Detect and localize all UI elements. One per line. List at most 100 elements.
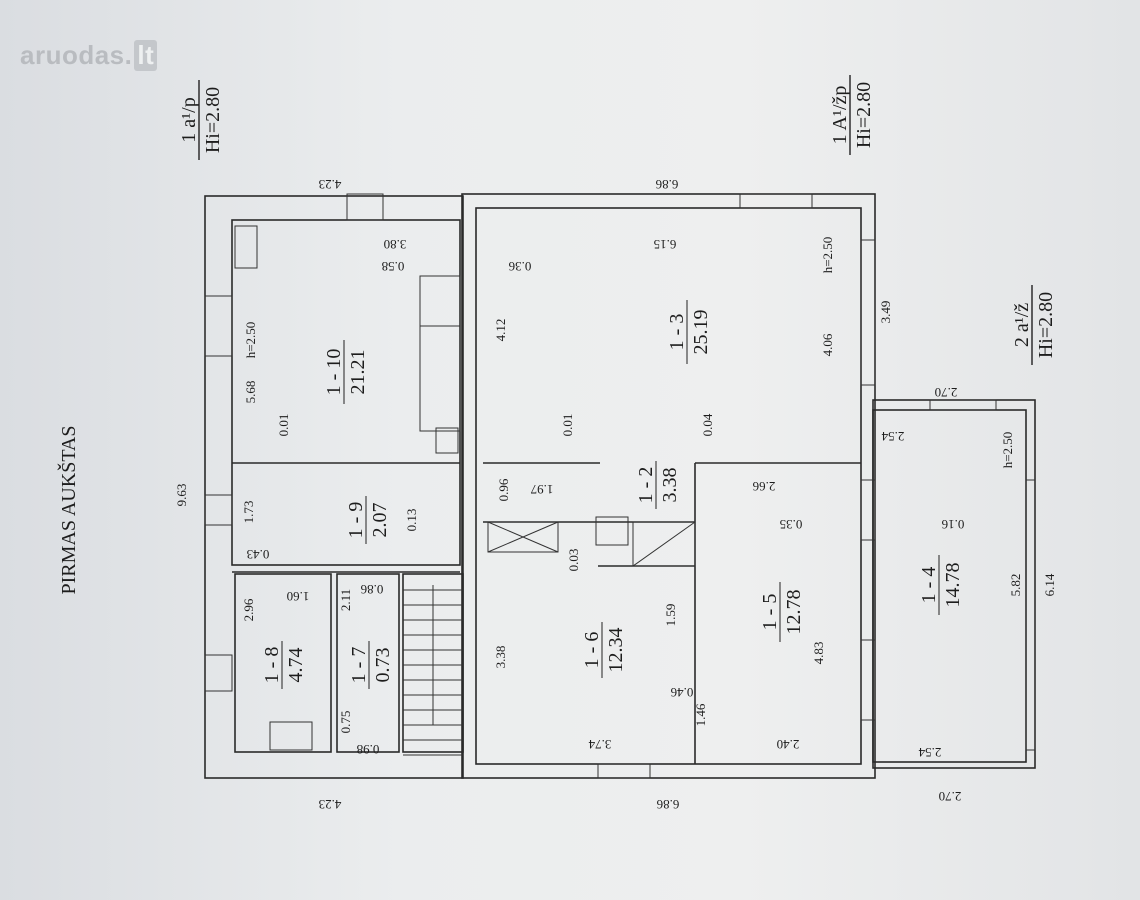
dim-380: 3.80: [384, 237, 407, 252]
dim-h250-c: h=2.50: [1000, 432, 1015, 469]
room-1-6-area: 12.34: [605, 628, 627, 673]
closet-box: [487, 521, 559, 553]
room-1-10-area: 21.21: [347, 350, 369, 395]
dim-582: 5.82: [1008, 574, 1023, 597]
dim-035: 0.35: [780, 517, 803, 532]
dim-013: 0.13: [404, 509, 419, 532]
room-label-1-9: 1 - 9 2.07: [345, 496, 391, 544]
dim-296: 2.96: [241, 598, 256, 621]
dim-075: 0.75: [338, 711, 353, 734]
window-right-2: [860, 479, 876, 541]
dim-240: 2.40: [777, 737, 800, 752]
walls: [204, 193, 1036, 779]
watermark-name: aruodas: [20, 40, 125, 70]
window-bottom: [597, 763, 651, 779]
dim-086: 0.86: [360, 582, 383, 597]
height-2-top: 1 A¹/žp: [829, 86, 851, 145]
window-right-3: [860, 639, 876, 721]
room-1-9-code: 1 - 9: [345, 502, 367, 539]
dim-254-b: 2.54: [918, 745, 941, 760]
dim-197: 1.97: [530, 482, 553, 497]
kitchen-counter: [419, 325, 461, 432]
height-marker-3: 2 a¹/ž Hi=2.80: [1011, 285, 1057, 365]
dim-098: 0.98: [357, 742, 380, 757]
dim-254-a: 2.54: [881, 429, 904, 444]
watermark-suffix: lt: [134, 40, 158, 71]
dim-270-a: 2.70: [935, 385, 958, 400]
room-1-10-code: 1 - 10: [323, 349, 345, 396]
dim-046: 0.46: [670, 685, 693, 700]
bathtub: [269, 721, 313, 751]
dim-159: 1.59: [663, 604, 678, 627]
floor-title: PIRMAS AUKŠTAS: [56, 425, 80, 594]
dim-001-b: 0.01: [560, 414, 575, 437]
height-1-top: 1 a¹/p: [178, 97, 200, 142]
dim-173: 1.73: [241, 501, 256, 524]
dim-686-bottom: 6.86: [656, 797, 679, 812]
windows: [204, 193, 1036, 779]
room-label-1-5: 1 - 5 12.78: [759, 582, 805, 642]
dim-096: 0.96: [496, 478, 511, 501]
closet-x-2: [487, 521, 559, 553]
dim-349: 3.49: [878, 301, 893, 324]
height-marker-1: 1 a¹/p Hi=2.80: [178, 80, 224, 160]
room-1-3-area: 25.19: [690, 310, 712, 355]
dim-146: 1.46: [693, 703, 708, 726]
chimney-2: [595, 516, 629, 546]
room-1-5-code: 1 - 5: [759, 594, 781, 631]
dim-568: 5.68: [243, 381, 258, 404]
room-1-8-wall: [234, 573, 332, 753]
kitchen-stove: [419, 275, 461, 327]
labels: PIRMAS AUKŠTAS 1 a¹/p Hi=2.80 1 A¹/žp Hi…: [56, 75, 1057, 812]
window-top-left: [346, 193, 384, 221]
fixtures: [234, 225, 696, 756]
sink: [234, 225, 258, 269]
dim-423-top: 4.23: [319, 177, 342, 192]
dim-003: 0.03: [566, 549, 581, 572]
dim-043: 0.43: [247, 547, 270, 562]
room-1-2-area: 3.38: [659, 468, 681, 503]
room-1-2-code: 1 - 2: [635, 467, 657, 504]
room-label-1-10: 1 - 10 21.21: [323, 340, 369, 404]
dim-h250-a: h=2.50: [243, 322, 258, 359]
window-right-1: [860, 239, 876, 386]
stair-wall: [402, 573, 464, 753]
dim-412: 4.12: [493, 319, 508, 342]
dim-614: 6.14: [1042, 573, 1057, 596]
dim-266: 2.66: [752, 479, 775, 494]
watermark-logo: aruodas.lt: [20, 40, 158, 71]
room-1-7-code: 1 - 7: [348, 647, 370, 684]
room-1-8-code: 1 - 8: [261, 647, 283, 684]
dim-058: 0.58: [382, 259, 405, 274]
room-1-7-wall: [336, 573, 400, 753]
room-label-1-4: 1 - 4 14.78: [918, 555, 964, 615]
room-label-1-6: 1 - 6 12.34: [581, 622, 627, 678]
dim-686-top: 6.86: [655, 177, 678, 192]
dim-338: 3.38: [493, 646, 508, 669]
dim-004: 0.04: [700, 413, 715, 436]
staircase: [403, 585, 463, 756]
dim-374: 3.74: [588, 737, 611, 752]
window-top-right: [739, 193, 813, 209]
window-left-3: [204, 654, 233, 692]
room-label-1-3: 1 - 3 25.19: [666, 300, 712, 364]
dim-211: 2.11: [338, 589, 353, 611]
room-1-3-code: 1 - 3: [666, 314, 688, 351]
left-block-outer-wall: [204, 195, 464, 779]
dim-016: 0.16: [941, 517, 964, 532]
room-1-5-area: 12.78: [783, 590, 805, 635]
height-2-bottom: Hi=2.80: [853, 82, 875, 148]
dim-001-a: 0.01: [276, 414, 291, 437]
room-1-4-area: 14.78: [942, 563, 964, 608]
dim-483: 4.83: [811, 642, 826, 665]
room-1-8-area: 4.74: [285, 648, 307, 683]
room-label-1-2: 1 - 2 3.38: [635, 461, 681, 509]
watermark-dot: .: [124, 40, 133, 70]
window-annex-top: [929, 399, 997, 411]
dim-615: 6.15: [654, 237, 677, 252]
height-3-top: 2 a¹/ž: [1011, 303, 1033, 347]
room-1-9-area: 2.07: [369, 503, 391, 538]
room-label-1-8: 1 - 8 4.74: [261, 641, 307, 689]
